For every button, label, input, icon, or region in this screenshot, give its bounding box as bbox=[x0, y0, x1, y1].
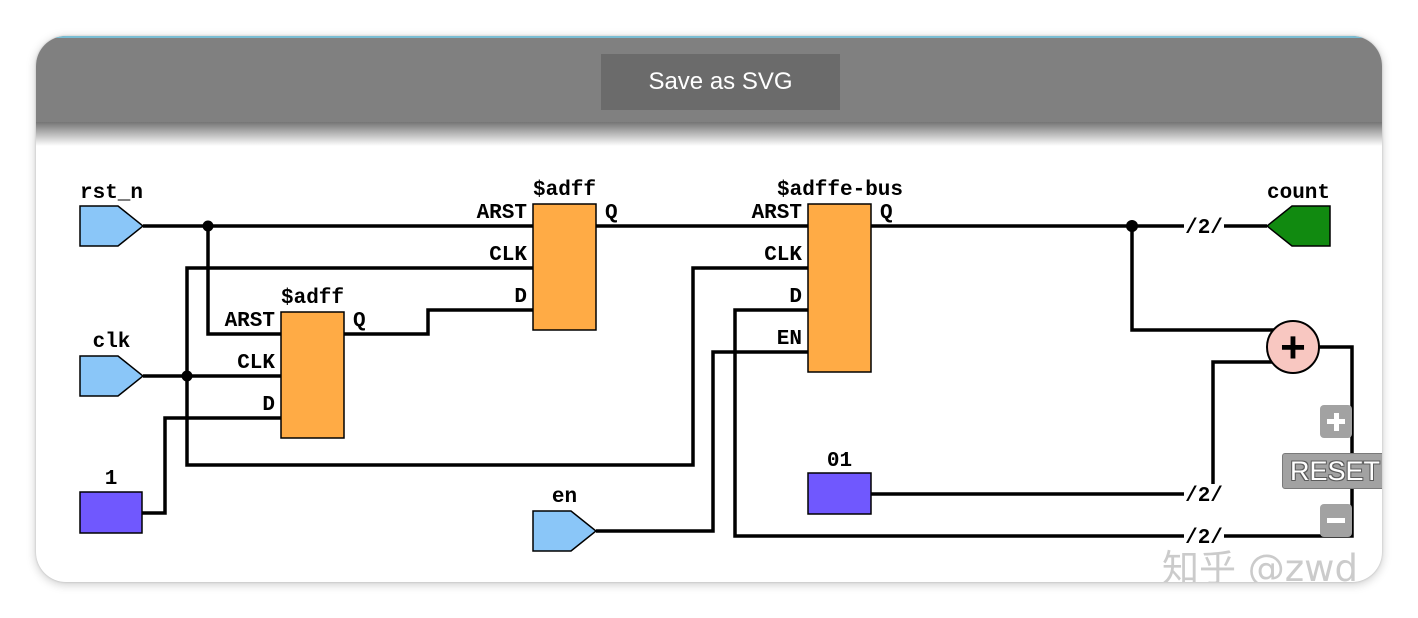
wire-const-1-to-lower-adff-d bbox=[142, 416, 281, 515]
pin-label-clk: CLK bbox=[764, 244, 802, 267]
pin-label-arst: ARST bbox=[225, 310, 275, 333]
zoom-out-button[interactable] bbox=[1320, 504, 1352, 537]
input-port-label: en bbox=[552, 486, 577, 509]
wire-clk-to-adffe-clk bbox=[185, 266, 808, 467]
constant-shape bbox=[79, 491, 143, 534]
input-port-clk: clk bbox=[79, 331, 145, 397]
pin-label-clk: CLK bbox=[237, 352, 275, 375]
adder-body bbox=[1266, 320, 1320, 374]
constant-label: 1 bbox=[105, 468, 118, 491]
pin-label-q: Q bbox=[353, 310, 366, 333]
junction-dot bbox=[202, 220, 214, 232]
wire-adder-out-bus bbox=[1224, 345, 1354, 538]
plus-icon bbox=[1327, 412, 1345, 431]
output-port-shape bbox=[1265, 205, 1331, 247]
cell-adff-lower: $adff ARST CLK D Q bbox=[225, 287, 366, 439]
input-port-en: en bbox=[532, 486, 598, 552]
bus-width-label: /2/ bbox=[1185, 217, 1223, 240]
toolbar: Save as SVG bbox=[36, 36, 1382, 122]
wire-bus-to-adder-b bbox=[1211, 360, 1273, 484]
constant-1: 1 bbox=[79, 468, 143, 534]
pin-label-d: D bbox=[514, 286, 527, 309]
input-port-label: clk bbox=[93, 331, 131, 354]
input-port-shape bbox=[532, 510, 598, 552]
wire-lower-adff-q-to-adff-d bbox=[344, 308, 533, 336]
junction-dot bbox=[181, 370, 193, 382]
reset-zoom-button[interactable]: RESET bbox=[1282, 453, 1382, 489]
pin-label-arst: ARST bbox=[477, 202, 527, 225]
adder-cell: + bbox=[1266, 320, 1320, 374]
wire-count-to-adder-a bbox=[1130, 226, 1274, 332]
input-port-label: rst_n bbox=[80, 182, 143, 205]
input-port-rst_n: rst_n bbox=[79, 182, 145, 247]
toolbar-shadow bbox=[36, 122, 1382, 146]
bus-width-label: /2/ bbox=[1185, 527, 1223, 550]
flipflop-body bbox=[280, 311, 345, 439]
pin-label-d: D bbox=[789, 286, 802, 309]
cell-type-label: $adffe-bus bbox=[777, 179, 903, 202]
input-port-shape bbox=[79, 355, 145, 397]
constant-label: 01 bbox=[827, 450, 852, 473]
pin-label-q: Q bbox=[880, 202, 893, 225]
wire-bus-to-adffe-d bbox=[733, 308, 1184, 538]
wires bbox=[142, 224, 1354, 538]
cell-type-label: $adff bbox=[533, 179, 596, 202]
wire-clk-to-adff-clk bbox=[185, 266, 533, 376]
wire-en-to-adffe-en bbox=[596, 350, 808, 533]
watermark: 知乎 @zwd bbox=[1162, 547, 1358, 582]
pin-label-clk: CLK bbox=[489, 244, 527, 267]
schematic-viewer-window: /2/ /2/ /2/ rst_n clk en count 1 01 bbox=[36, 36, 1382, 582]
wire-rst_n-to-lower-adff-arst bbox=[206, 226, 281, 336]
flipflop-body bbox=[807, 203, 872, 373]
bus-width-label: /2/ bbox=[1185, 485, 1223, 508]
pin-label-en: EN bbox=[777, 328, 802, 351]
output-port-label: count bbox=[1267, 182, 1330, 205]
minus-icon bbox=[1327, 512, 1345, 530]
input-port-shape bbox=[79, 205, 145, 247]
output-port-count: count bbox=[1265, 182, 1331, 247]
cell-adffe-bus: $adffe-bus ARST CLK D EN Q bbox=[752, 179, 903, 373]
junction-dot bbox=[1126, 220, 1138, 232]
adder-symbol: + bbox=[1280, 323, 1306, 372]
schematic-canvas[interactable]: /2/ /2/ /2/ rst_n clk en count 1 01 bbox=[36, 36, 1382, 582]
pin-label-arst: ARST bbox=[752, 202, 802, 225]
flipflop-body bbox=[532, 203, 597, 331]
constant-shape bbox=[807, 472, 872, 515]
zoom-in-button[interactable] bbox=[1320, 405, 1352, 438]
save-as-svg-button[interactable]: Save as SVG bbox=[601, 54, 840, 110]
cell-adff-upper: $adff ARST CLK D Q bbox=[477, 179, 618, 331]
cell-type-label: $adff bbox=[281, 287, 344, 310]
constant-01: 01 bbox=[807, 450, 872, 515]
pin-label-q: Q bbox=[605, 202, 618, 225]
pin-label-d: D bbox=[262, 394, 275, 417]
